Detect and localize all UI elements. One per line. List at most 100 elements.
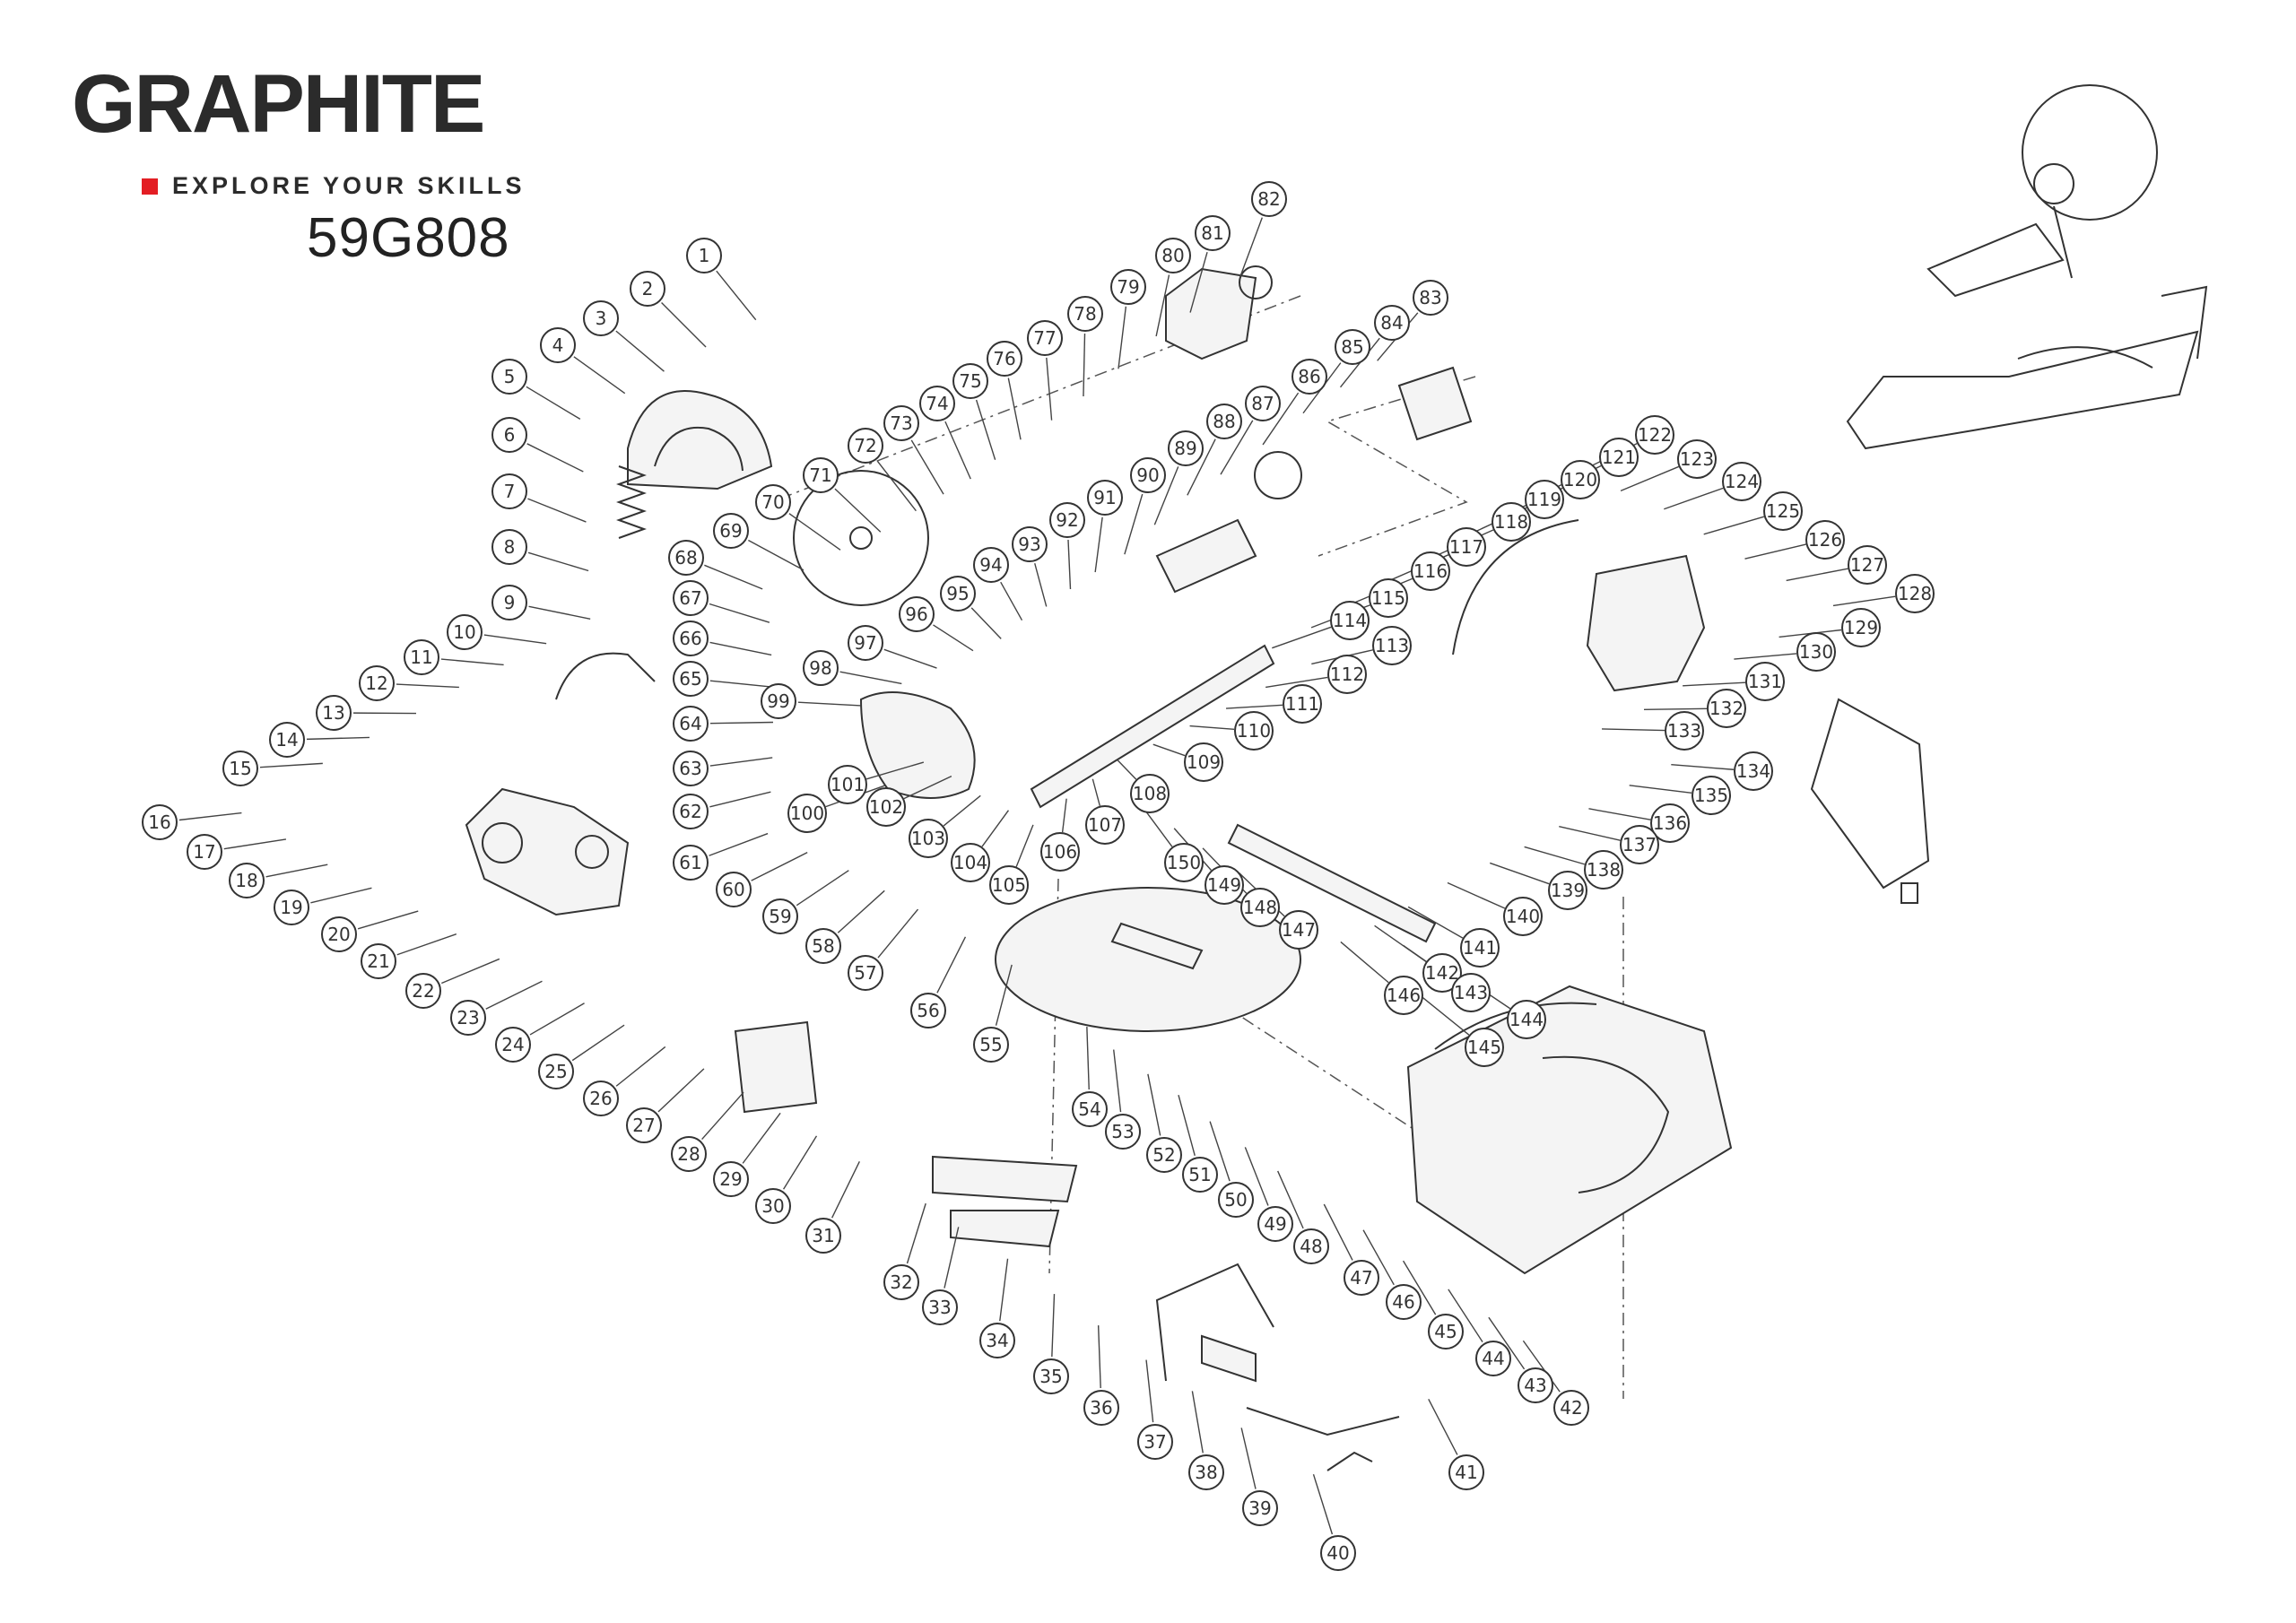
callout-107: 107: [1085, 805, 1125, 845]
callout-88: 88: [1206, 404, 1242, 439]
callout-81: 81: [1195, 215, 1231, 251]
callout-number: 10: [453, 621, 475, 643]
callout-leader-140: [1447, 881, 1506, 909]
callout-number: 4: [552, 334, 564, 356]
callout-number: 49: [1264, 1213, 1286, 1235]
callout-2: 2: [630, 271, 665, 307]
callout-number: 35: [1039, 1366, 1062, 1387]
gear-housing: [1165, 265, 1273, 360]
callout-121: 121: [1599, 438, 1639, 477]
callout-130: 130: [1796, 632, 1836, 672]
callout-leader-14: [306, 736, 370, 741]
callout-137: 137: [1620, 825, 1659, 864]
callout-47: 47: [1344, 1260, 1379, 1296]
callout-number: 147: [1282, 919, 1316, 941]
callout-leader-45: [1402, 1260, 1437, 1315]
callout-number: 63: [679, 758, 701, 779]
callout-circle: [491, 417, 527, 453]
callout-circle: [1245, 386, 1281, 421]
callout-leader-103: [943, 794, 981, 827]
callout-leader-28: [701, 1091, 744, 1141]
callout-18: 18: [229, 863, 265, 898]
callout-number: 148: [1243, 897, 1277, 918]
callout-16: 16: [142, 804, 178, 840]
callout-leader-73: [910, 439, 944, 495]
callout-84: 84: [1374, 305, 1410, 341]
callout-number: 99: [767, 690, 789, 712]
callout-44: 44: [1475, 1341, 1511, 1376]
callout-circle: [922, 1289, 958, 1325]
callout-64: 64: [673, 706, 709, 742]
callout-53: 53: [1105, 1114, 1141, 1150]
callout-75: 75: [952, 363, 988, 399]
callout-42: 42: [1553, 1390, 1589, 1426]
callout-number: 3: [596, 308, 607, 329]
callout-circle: [1072, 1091, 1108, 1127]
callout-number: 140: [1506, 906, 1540, 927]
callout-leader-41: [1428, 1398, 1458, 1455]
callout-leader-2: [661, 302, 707, 348]
callout-37: 37: [1137, 1424, 1173, 1460]
callout-39: 39: [1242, 1490, 1278, 1526]
callout-59: 59: [762, 898, 798, 934]
callout-circle: [538, 1054, 574, 1089]
callout-circle: [269, 722, 305, 758]
callout-110: 110: [1234, 711, 1274, 751]
callout-number: 123: [1680, 448, 1714, 470]
callout-86: 86: [1292, 359, 1327, 395]
callout-circle: [1279, 910, 1318, 950]
callout-number: 76: [993, 348, 1015, 369]
callout-number: 133: [1667, 720, 1701, 742]
callout-10: 10: [447, 614, 483, 650]
callout-circle: [630, 271, 665, 307]
callout-number: 134: [1736, 760, 1770, 782]
callout-leader-102: [903, 775, 952, 800]
callout-number: 131: [1748, 671, 1782, 692]
callout-number: 62: [679, 801, 701, 822]
callout-150: 150: [1164, 843, 1204, 882]
callout-98: 98: [803, 650, 839, 686]
callout-circle: [1330, 601, 1370, 640]
right-housing: [1452, 519, 1706, 692]
callout-number: 104: [953, 852, 987, 873]
callout-leader-18: [265, 864, 328, 878]
callout-circle: [848, 955, 883, 991]
callout-circle: [1130, 774, 1170, 813]
callout-6: 6: [491, 417, 527, 453]
callout-leader-26: [615, 1046, 666, 1087]
callout-124: 124: [1722, 462, 1761, 501]
slide-bar: [1030, 644, 1275, 809]
callout-143: 143: [1451, 973, 1491, 1012]
callout-9: 9: [491, 585, 527, 621]
callout-leader-107: [1091, 778, 1101, 806]
callout-leader-66: [709, 641, 772, 656]
callout-number: 75: [959, 370, 981, 392]
callout-circle: [583, 300, 619, 336]
callout-circle: [1168, 430, 1204, 466]
callout-45: 45: [1428, 1314, 1464, 1350]
tagline-square-icon: [142, 178, 158, 195]
callout-circle: [1384, 976, 1423, 1015]
callout-number: 23: [457, 1007, 479, 1028]
callout-138: 138: [1584, 850, 1623, 890]
callout-leader-112: [1265, 676, 1328, 689]
callout-71: 71: [803, 457, 839, 493]
callout-leader-61: [709, 832, 769, 856]
callout-number: 106: [1043, 841, 1077, 863]
callout-number: 56: [917, 1000, 939, 1021]
callout-number: 42: [1560, 1397, 1582, 1419]
callout-number: 11: [410, 647, 432, 668]
callout-number: 142: [1425, 962, 1459, 984]
callout-circle: [989, 865, 1029, 905]
callout-number: 44: [1482, 1348, 1504, 1369]
callout-number: 34: [986, 1330, 1008, 1351]
callout-43: 43: [1518, 1367, 1553, 1403]
callout-28: 28: [671, 1136, 707, 1172]
callout-number: 51: [1188, 1164, 1211, 1185]
callout-109: 109: [1184, 742, 1223, 782]
callout-circle: [1650, 803, 1690, 843]
callout-circle: [973, 1027, 1009, 1063]
callout-32: 32: [883, 1264, 919, 1300]
callout-leader-35: [1051, 1294, 1056, 1358]
